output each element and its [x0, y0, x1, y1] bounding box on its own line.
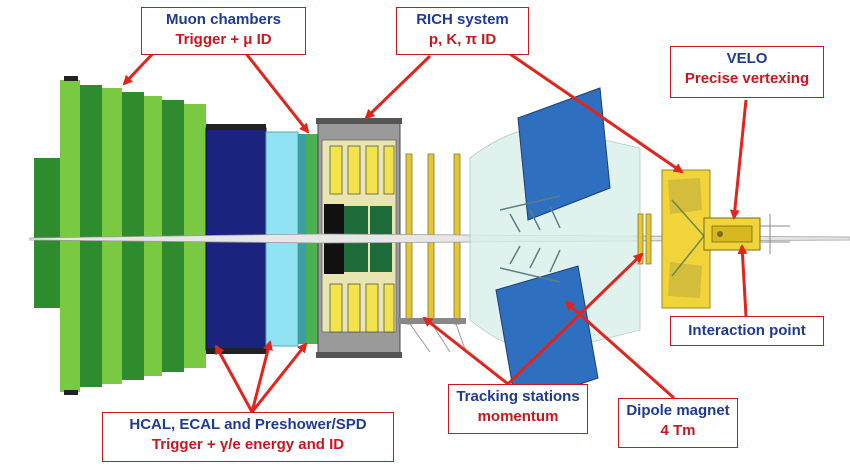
hcal-top-edge — [206, 124, 266, 130]
dipole-magnet — [469, 87, 641, 407]
muon-station-m5-light — [60, 80, 80, 392]
muon-station-m5 — [34, 158, 64, 308]
label-calo-subtitle: Trigger + γ/e energy and ID — [151, 436, 345, 453]
beam-pipe — [29, 233, 850, 244]
label-muon-subtitle: Trigger + μ ID — [175, 31, 272, 48]
arrow-rich1 — [509, 52, 684, 174]
muon-station-m4 — [80, 85, 102, 387]
arrow-tracking-tt — [506, 252, 644, 386]
label-calo-title: HCAL, ECAL and Preshower/SPD — [129, 416, 367, 433]
label-velo-subtitle: Precise vertexing — [684, 70, 810, 87]
label-dipole-subtitle: 4 Tm — [660, 422, 696, 439]
label-velo: VELO Precise vertexing — [670, 46, 824, 98]
muon-station-m3 — [122, 92, 144, 380]
arrow-calo-ecal — [250, 340, 273, 413]
label-muon-chambers: Muon chambers Trigger + μ ID — [141, 7, 306, 55]
annotation-arrows — [122, 44, 748, 413]
tt-station-2 — [645, 213, 652, 265]
arrow-calo-preshower — [250, 342, 308, 413]
arrow-velo — [729, 99, 748, 220]
rich1-detector — [661, 169, 711, 309]
arrow-dipole — [564, 300, 675, 400]
label-rich-subtitle: p, K, π ID — [428, 31, 497, 48]
muon-station-m4-light — [102, 88, 122, 384]
muon-cap-top — [64, 76, 78, 81]
arrow-rich2 — [364, 54, 432, 120]
tracking-stations-t — [398, 153, 467, 353]
label-muon-title: Muon chambers — [165, 11, 282, 28]
label-tracking-subtitle: momentum — [477, 408, 559, 425]
label-tracking-stations: Tracking stations momentum — [448, 384, 588, 434]
label-rich-system: RICH system p, K, π ID — [396, 7, 529, 55]
label-dipole-title: Dipole magnet — [626, 402, 730, 419]
label-velo-title: VELO — [726, 50, 768, 67]
label-interaction-title: Interaction point — [688, 322, 806, 339]
velo-detector — [703, 214, 790, 254]
arrow-interaction — [737, 244, 748, 317]
arrow-tracking-t — [422, 316, 509, 386]
muon-chambers — [34, 76, 206, 395]
label-tracking-title: Tracking stations — [456, 388, 580, 405]
label-rich-title: RICH system — [416, 11, 509, 28]
arrow-muon-m1 — [238, 45, 310, 134]
muon-cap-bottom — [64, 390, 78, 395]
arrow-calo-hcal — [214, 344, 254, 413]
hcal-bottom-edge — [206, 348, 266, 354]
label-interaction-point: Interaction point — [670, 316, 824, 346]
label-calorimeters: HCAL, ECAL and Preshower/SPD Trigger + γ… — [102, 412, 394, 462]
tt-station-1 — [637, 213, 644, 265]
label-dipole-magnet: Dipole magnet 4 Tm — [618, 398, 738, 448]
